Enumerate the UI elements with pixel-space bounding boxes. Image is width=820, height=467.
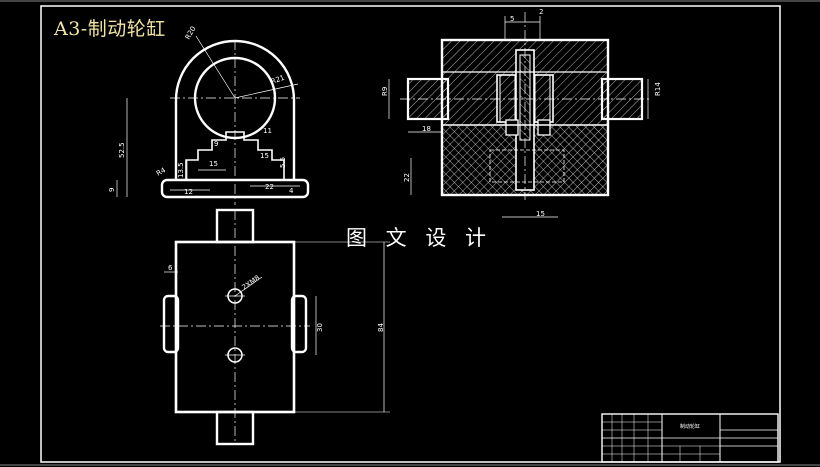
- section-dim-22: 22: [403, 173, 411, 182]
- front-dim-11: 11: [263, 127, 272, 135]
- front-dim-r4: R4: [155, 166, 168, 178]
- top-view-lug-right: [290, 294, 308, 354]
- section-dim-5: 5: [510, 15, 514, 23]
- top-view-lug-left: [162, 294, 180, 354]
- top-view: [160, 208, 390, 446]
- front-view: [116, 35, 310, 205]
- front-dim-9: 9: [108, 188, 116, 192]
- front-dim-4: 4: [289, 187, 294, 195]
- design-caption: 图 文 设 计: [346, 226, 493, 250]
- top-view-dims: 6 2XM8 30 84: [168, 264, 385, 332]
- section-dim-r14: R14: [654, 82, 662, 96]
- section-dim-r9: R9: [381, 87, 389, 96]
- front-dim-5-5: 5.5: [279, 157, 287, 168]
- section-view: [388, 12, 650, 218]
- front-dim-22: 22: [265, 183, 274, 191]
- top-dim-84: 84: [377, 323, 385, 332]
- drawing-title: A3-制动轮缸: [54, 18, 166, 40]
- title-block-name: 制动轮缸: [680, 423, 700, 430]
- drawing-frame: [40, 5, 781, 463]
- front-dim-r21: R21: [270, 74, 286, 86]
- front-dim-15-right: 15: [260, 152, 269, 160]
- top-dim-30: 30: [316, 323, 324, 332]
- front-dim-r20: R20: [184, 25, 198, 41]
- front-dim-12: 12: [184, 188, 193, 196]
- front-dim-13-5: 13.5: [177, 162, 185, 178]
- section-dim-2: 2: [539, 8, 543, 16]
- front-dim-15-left: 15: [209, 160, 218, 168]
- section-view-dims: 5 2 R9 R14 18 22 15: [381, 8, 662, 218]
- title-block: [601, 413, 779, 463]
- section-dim-18: 18: [422, 125, 431, 133]
- front-dim-9-b: 9: [214, 140, 218, 148]
- top-dim-2xm8: 2XM8: [241, 274, 262, 292]
- top-dim-6: 6: [168, 264, 173, 272]
- section-dim-15: 15: [536, 210, 545, 218]
- front-dim-52-5: 52.5: [118, 142, 126, 158]
